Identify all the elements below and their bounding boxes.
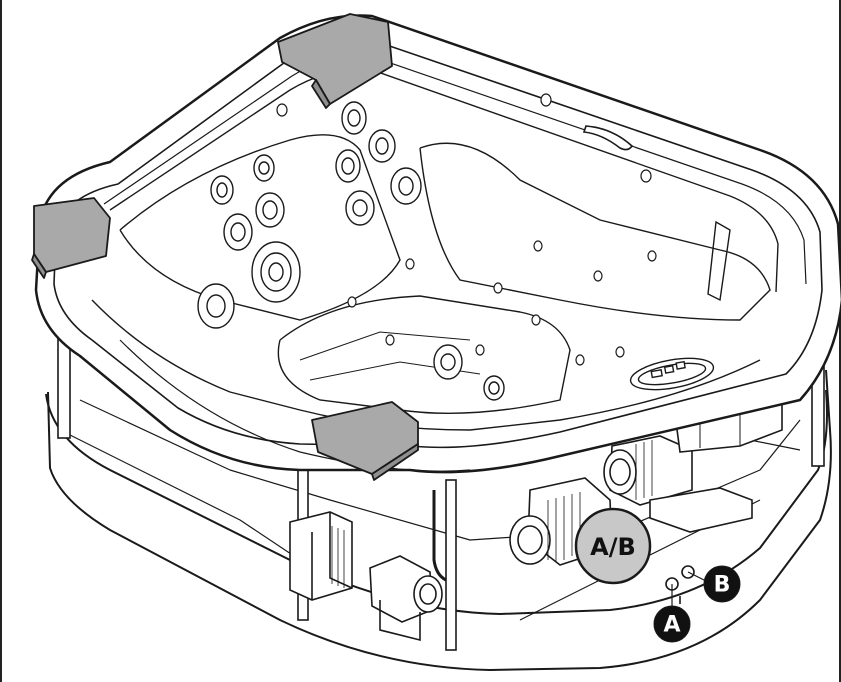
interior-footwell — [277, 295, 571, 415]
tub-shell — [34, 14, 841, 474]
jet — [345, 190, 375, 226]
control-panel — [629, 357, 715, 391]
air-jets — [276, 93, 657, 366]
headrest-left-fold — [31, 253, 47, 279]
headrests — [31, 13, 419, 481]
circulation-pump — [369, 555, 443, 642]
headrest-back-fold — [311, 79, 331, 109]
skimmer-slot — [582, 125, 634, 151]
jet — [341, 101, 367, 135]
interior-bottom-curve — [119, 339, 471, 472]
jet — [223, 213, 253, 251]
callout-a: A — [653, 605, 691, 643]
jets — [197, 101, 505, 401]
base-floor-line-2 — [59, 429, 301, 561]
jet — [210, 175, 234, 205]
jet — [253, 154, 275, 182]
support-leg-front-center — [445, 479, 457, 651]
drain-pipe — [432, 490, 447, 582]
jet — [251, 241, 301, 303]
jet — [368, 129, 396, 163]
interior-right-panel — [707, 220, 731, 302]
callout-b-label: B — [714, 573, 731, 598]
headrest-back — [277, 13, 393, 105]
interior-lounger — [419, 142, 771, 321]
jet — [197, 283, 235, 329]
jet — [335, 149, 361, 183]
headrest-front-fold — [371, 443, 419, 481]
callout-ab-label: A/B — [590, 533, 636, 561]
jet — [433, 344, 463, 380]
control-box — [289, 511, 353, 601]
callout-ab: A/B — [574, 507, 652, 585]
callout-a-label: A — [663, 613, 680, 638]
tub-outer-rim — [34, 14, 841, 474]
jet — [255, 192, 285, 228]
callout-b: B — [703, 565, 741, 603]
jet-pump-2 — [603, 435, 693, 506]
jet — [390, 167, 422, 205]
jet — [483, 375, 505, 401]
heater-plate — [649, 487, 753, 533]
base-inner-floor — [79, 399, 801, 541]
interior-seat-contour-left — [119, 134, 401, 321]
